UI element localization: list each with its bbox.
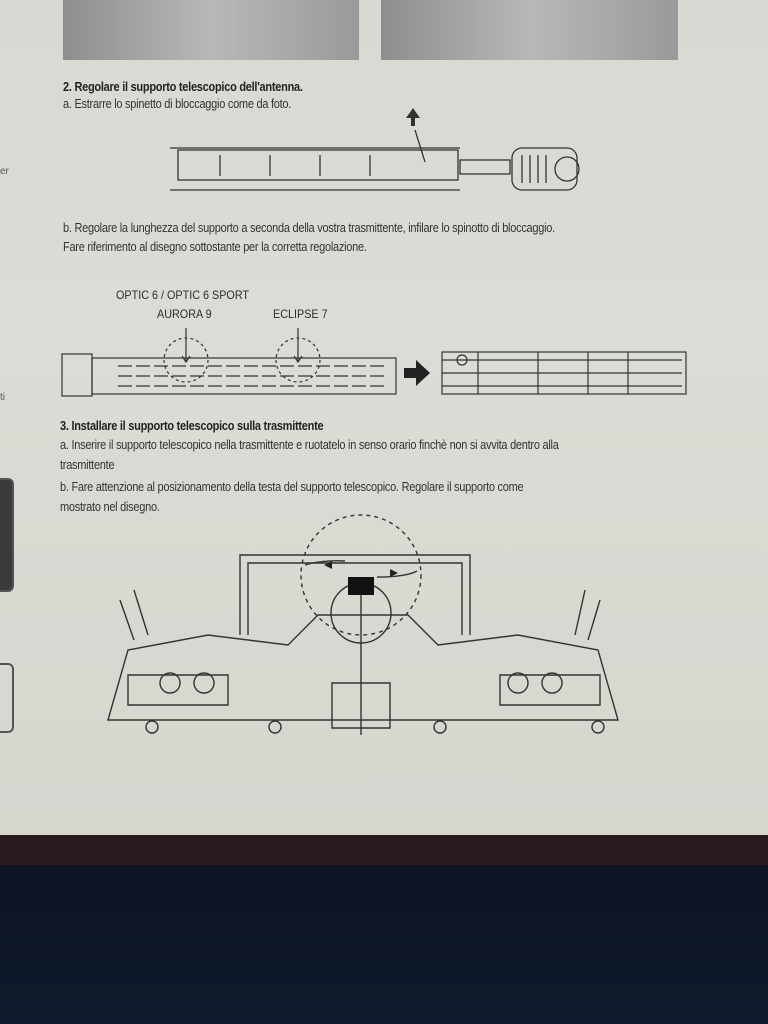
section-3-step-b-line2: mostrato nel disegno. [60,500,160,514]
section-2-title: 2. Regolare il supporto telescopico dell… [63,80,303,94]
label-optic: OPTIC 6 / OPTIC 6 SPORT [116,288,250,302]
section-2-step-b-line1: b. Regolare la lunghezza del supporto a … [63,221,555,235]
length-adjust-diagram [61,328,687,397]
page-edge-shadow [0,835,768,865]
margin-fragment: ti [0,392,5,403]
section-2-step-b-line2: Fare riferimento al disegno sottostante … [63,240,367,254]
section-3-title: 3. Installare il supporto telescopico su… [60,419,324,433]
label-eclipse: ECLIPSE 7 [273,307,328,321]
section-3-step-a-line1: a. Inserire il supporto telescopico nell… [60,438,559,452]
binder-tab [0,478,14,592]
transmitter-diagram [107,514,619,735]
label-aurora: AURORA 9 [157,307,212,321]
binder-tab [0,663,14,733]
margin-fragment: er [0,166,9,177]
section-3-step-b-line1: b. Fare attenzione al posizionamento del… [60,480,524,494]
section-3-step-a-line2: trasmittente [60,458,115,472]
background-surface [0,865,768,1024]
antenna-support-diagram [170,108,580,191]
section-2-step-a: a. Estrarre lo spinetto di bloccaggio co… [63,97,292,111]
photo-hand-right [381,0,678,60]
photo-hand-left [63,0,359,60]
